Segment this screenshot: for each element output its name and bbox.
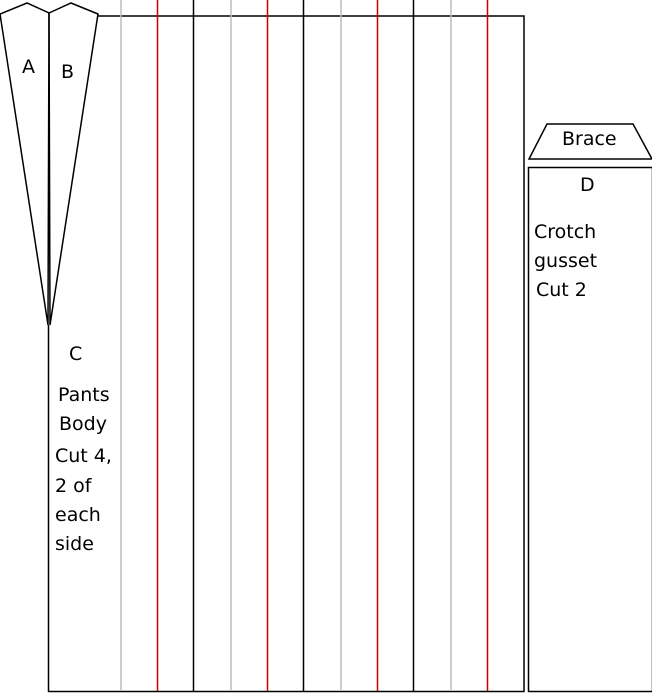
piece-c-note-line: Body bbox=[59, 413, 107, 435]
piece-c-note-line: side bbox=[55, 533, 94, 555]
piece-d-note-line: Cut 2 bbox=[536, 279, 587, 301]
dart-piece-b-outline bbox=[48, 2, 99, 326]
brace-piece-outline bbox=[527, 123, 652, 160]
crotch-gusset-piece-outline bbox=[527, 166, 652, 693]
brace-label: Brace bbox=[562, 128, 617, 150]
piece-c-note-line: 2 of bbox=[55, 475, 93, 497]
piece-d-label: D bbox=[580, 174, 595, 196]
piece-a-label: A bbox=[22, 56, 35, 78]
piece-d-note-line: gusset bbox=[534, 250, 597, 272]
pants-body-piece bbox=[47, 15, 525, 693]
dart-pieces bbox=[0, 2, 99, 326]
piece-c-label: C bbox=[69, 343, 82, 365]
pants-body-outline bbox=[47, 15, 525, 693]
piece-d-note-line: Crotch bbox=[534, 221, 596, 243]
dart-piece-a-outline bbox=[0, 2, 50, 326]
vertical-guides bbox=[120, 0, 489, 691]
piece-c-note-line: Cut 4, bbox=[55, 445, 112, 467]
piece-c-note-line: Pants bbox=[58, 384, 110, 406]
piece-c-note-line: each bbox=[55, 504, 101, 526]
piece-b-label: B bbox=[61, 61, 74, 83]
